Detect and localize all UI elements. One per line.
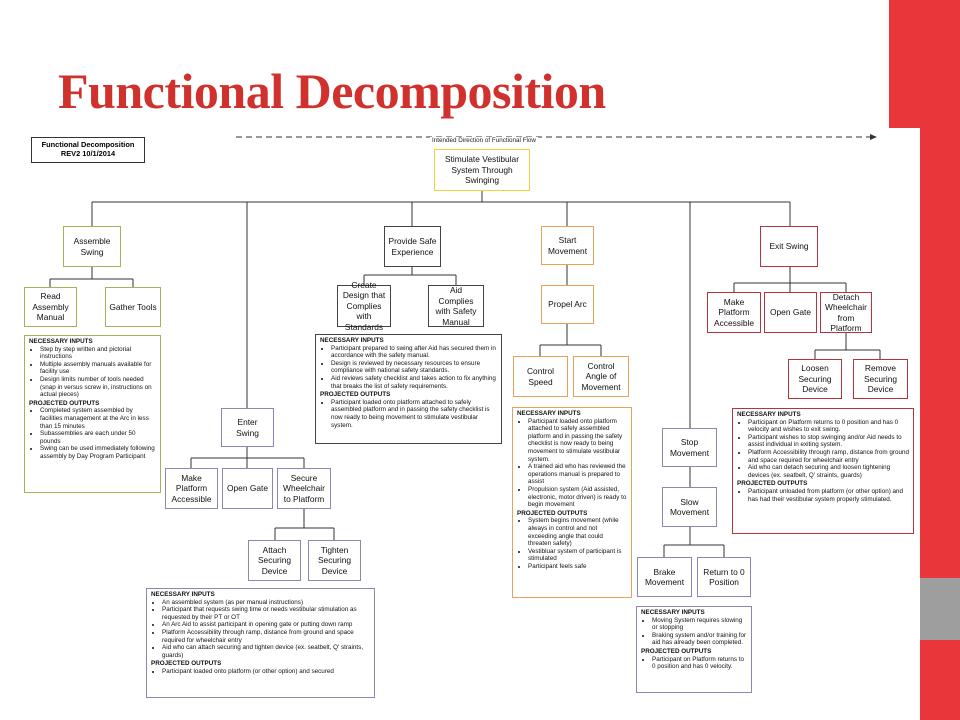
start-movement-node: Start Movement xyxy=(541,226,594,265)
enter-input: Platform Accessibility through ramp, dis… xyxy=(162,629,370,644)
safe-inputs-heading: NECESSARY INPUTS xyxy=(320,337,384,344)
assemble-input: Step by step written and pictorial instr… xyxy=(40,346,156,361)
assemble-inputs-heading: NECESSARY INPUTS xyxy=(29,338,93,345)
start-notes: NECESSARY INPUTS Participant loaded onto… xyxy=(512,407,632,598)
start-outputs-heading: PROJECTED OUTPUTS xyxy=(517,509,588,517)
assemble-output: Subassemblies are each under 50 pounds xyxy=(40,430,156,445)
detach-wheelchair-node: Detach Wheelchair from Platform xyxy=(820,292,872,333)
enter-input: Participant that requests swing time or … xyxy=(162,606,370,621)
exit-open-gate-node: Open Gate xyxy=(764,292,817,333)
assemble-notes: NECESSARY INPUTS Step by step written an… xyxy=(24,335,161,493)
start-input: A trained aid who has reviewed the opera… xyxy=(528,463,627,486)
exit-output: Participant unloaded from platform (or o… xyxy=(748,488,909,503)
exit-input: Platform Accessibility through ramp, dis… xyxy=(748,449,909,464)
root-node: Stimulate Vestibular System Through Swin… xyxy=(434,149,530,191)
safe-input: Aid reviews safety checklist and takes a… xyxy=(331,375,497,390)
slow-movement-node: Slow Movement xyxy=(662,487,717,527)
safe-output: Participant loaded onto platform attache… xyxy=(331,399,497,429)
remove-securing-device-node: Remove Securing Device xyxy=(853,359,908,399)
create-design-node: Create Design that Complies with Standar… xyxy=(337,280,391,332)
enter-inputs-heading: NECESSARY INPUTS xyxy=(151,591,215,598)
revision-label: Functional Decomposition REV2 10/1/2014 xyxy=(31,137,145,163)
exit-inputs-heading: NECESSARY INPUTS xyxy=(737,411,801,418)
exit-notes: NECESSARY INPUTS Participant on Platform… xyxy=(732,408,914,534)
tighten-securing-device-node: Tighten Securing Device xyxy=(308,540,361,581)
safe-input: Participant prepared to swing after Aid … xyxy=(331,345,497,360)
open-gate-node: Open Gate xyxy=(222,468,273,509)
exit-input: Participant on Platform returns to 0 pos… xyxy=(748,419,909,434)
assemble-input: Multiple assembly manuals available for … xyxy=(40,361,156,376)
enter-output: Participant loaded onto platform (or oth… xyxy=(162,668,370,676)
stop-output: Participant on Platform returns to 0 pos… xyxy=(652,656,747,671)
enter-notes: NECESSARY INPUTS An assembled system (as… xyxy=(146,588,375,698)
stop-input: Braking system and/or training for aid h… xyxy=(652,632,747,647)
assemble-input: Design limits number of tools needed (sn… xyxy=(40,376,156,399)
start-inputs-heading: NECESSARY INPUTS xyxy=(517,410,581,417)
stop-inputs-heading: NECESSARY INPUTS xyxy=(641,609,705,616)
exit-input: Participant wishes to stop swinging and/… xyxy=(748,434,909,449)
loosen-securing-device-node: Loosen Securing Device xyxy=(788,359,842,399)
attach-securing-device-node: Attach Securing Device xyxy=(248,540,301,581)
assemble-swing-node: Assemble Swing xyxy=(63,226,121,267)
secure-wheelchair-node: Secure Wheelchair to Platform xyxy=(277,468,331,509)
return-to-zero-node: Return to 0 Position xyxy=(697,557,751,597)
enter-swing-node: Enter Swing xyxy=(221,408,274,447)
assemble-output: Completed system assembled by facilities… xyxy=(40,407,156,430)
assemble-outputs-heading: PROJECTED OUTPUTS xyxy=(29,399,100,407)
revision-title: Functional Decomposition xyxy=(41,140,135,149)
start-output: Vestibluar system of participant is stim… xyxy=(528,548,627,563)
exit-make-platform-accessible-node: Make Platform Accessible xyxy=(707,292,761,333)
propel-arc-node: Propel Arc xyxy=(541,285,594,324)
read-assembly-manual-node: Read Assembly Manual xyxy=(24,287,77,327)
aid-complies-node: Aid Complies with Safety Manual xyxy=(428,285,484,327)
revision-date: REV2 10/1/2014 xyxy=(60,149,116,158)
control-speed-node: Control Speed xyxy=(513,356,568,397)
safe-input: Design is reviewed by necessary resource… xyxy=(331,360,497,375)
enter-input: An Arc Aid to assist participant in open… xyxy=(162,621,370,629)
slide-title: Functional Decomposition xyxy=(58,63,606,119)
stop-input: Moving System requires slowing or stoppi… xyxy=(652,617,747,632)
gather-tools-node: Gather Tools xyxy=(105,287,161,327)
provide-safe-experience-node: Provide Safe Experience xyxy=(384,226,441,267)
start-output: Participant feels safe xyxy=(528,563,627,571)
make-platform-accessible-node: Make Platform Accessible xyxy=(165,468,218,509)
enter-outputs-heading: PROJECTED OUTPUTS xyxy=(151,660,222,668)
start-input: Propulsion system (Aid assisted, electro… xyxy=(528,486,627,509)
safe-outputs-heading: PROJECTED OUTPUTS xyxy=(320,391,391,399)
start-input: Participant loaded onto platform attache… xyxy=(528,418,627,464)
flow-direction-label: Intended Direction of Functional Flow xyxy=(430,137,538,144)
enter-input: An assembled system (as per manual instr… xyxy=(162,599,370,607)
control-angle-node: Control Angle of Movement xyxy=(573,356,629,397)
stop-outputs-heading: PROJECTED OUTPUTS xyxy=(641,647,712,655)
brake-movement-node: Brake Movement xyxy=(637,557,692,597)
exit-input: Aid who can detach securing and loosen t… xyxy=(748,464,909,479)
stop-movement-node: Stop Movement xyxy=(662,428,717,467)
exit-outputs-heading: PROJECTED OUTPUTS xyxy=(737,480,808,488)
enter-input: Aid who can attach securing and tighten … xyxy=(162,644,370,659)
safe-notes: NECESSARY INPUTS Participant prepared to… xyxy=(315,334,502,444)
start-output: System begins movement (while always in … xyxy=(528,517,627,547)
exit-swing-node: Exit Swing xyxy=(760,226,818,267)
stop-notes: NECESSARY INPUTS Moving System requires … xyxy=(636,606,752,693)
assemble-output: Swing can be used immediately following … xyxy=(40,445,156,460)
